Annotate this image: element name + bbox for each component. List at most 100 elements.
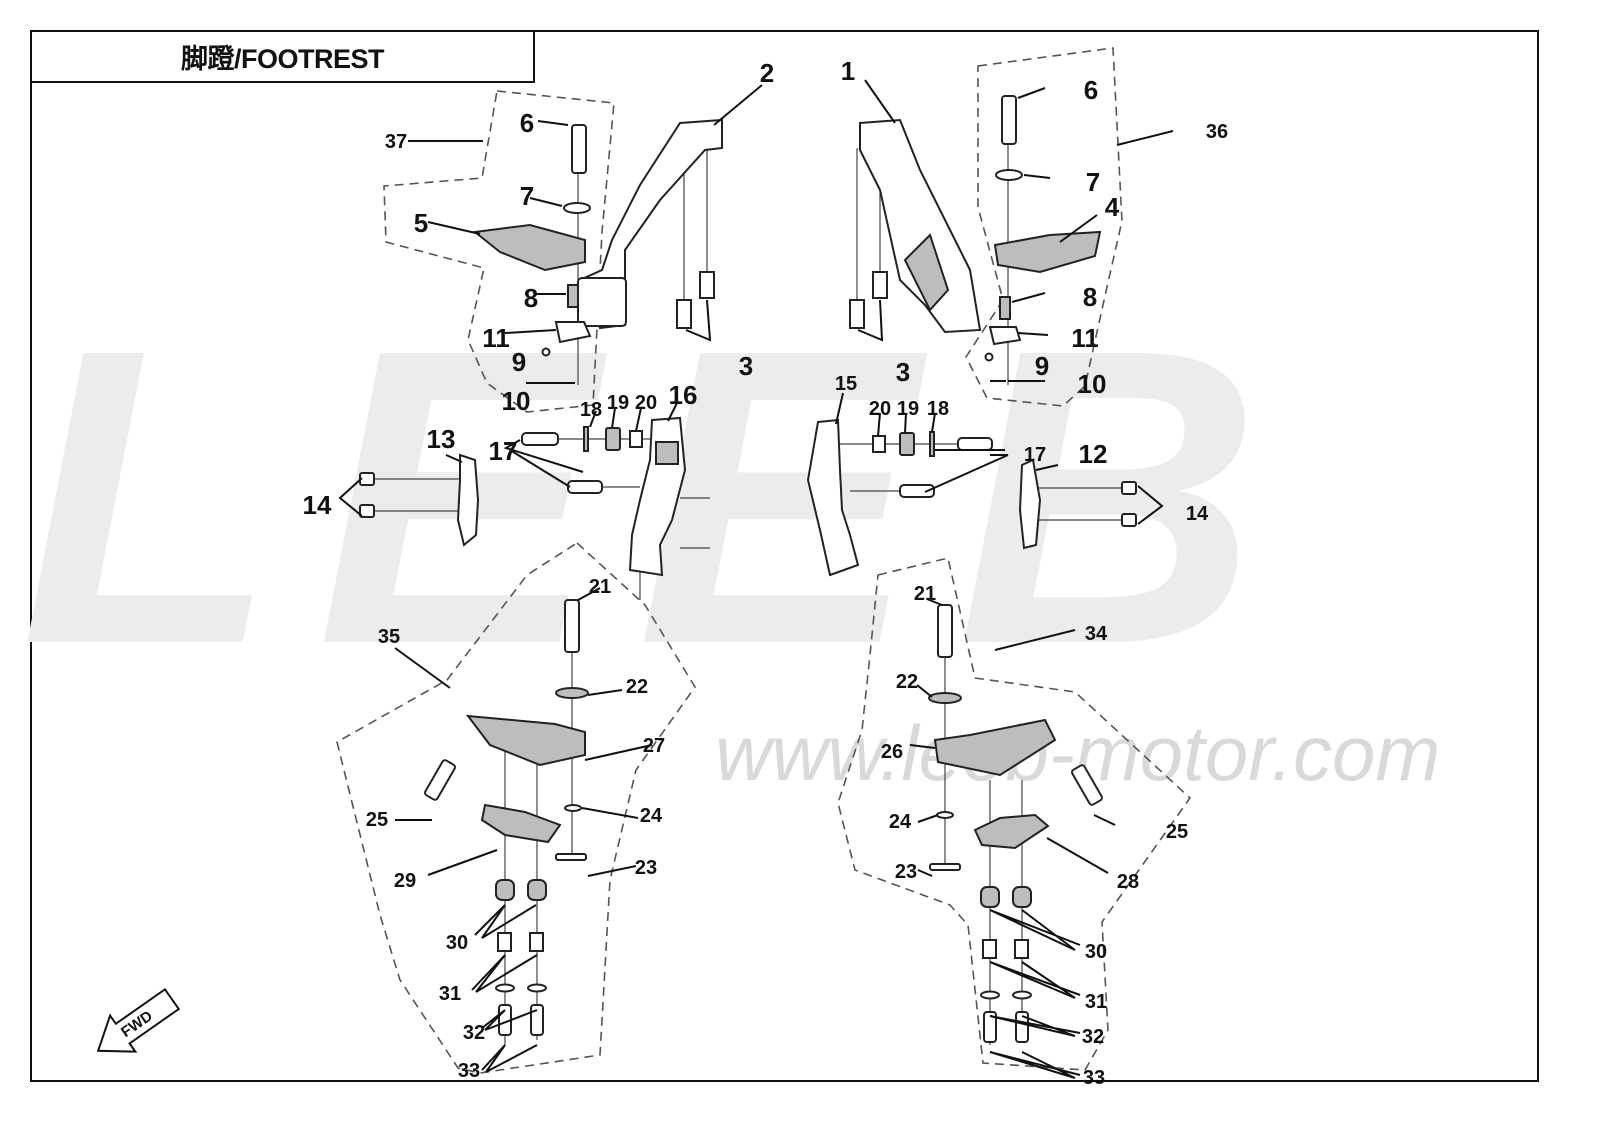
pin-21-left [564,599,580,653]
callout-12: 12 [1079,439,1108,469]
callout-37: 37 [385,131,407,153]
callout-25-right: 25 [1166,821,1188,843]
callout-23-right: 23 [895,861,917,883]
bolt-3-left-b [699,271,715,299]
callout-6-right: 6 [1084,75,1098,105]
callout-10-left: 10 [502,386,531,416]
callout-19-right: 19 [897,398,919,420]
washer-7-right [995,169,1023,181]
screw-14-right-a [1121,481,1137,495]
plate-11-right [988,326,1022,346]
sleeve-31-lb [529,932,544,952]
assembly-outline-34 [837,557,1192,1071]
callout-10-right: 10 [1078,369,1107,399]
screw-33-lb [530,1004,544,1036]
footrest-peg-4 [993,230,1102,274]
callout-29: 29 [394,870,416,892]
sleeve-31-rb [1014,939,1029,959]
rider-peg-26 [933,718,1057,777]
assembly-outline-35 [336,541,696,1074]
bracket-right-part-1 [859,118,982,334]
callout-3-right: 3 [896,357,910,387]
callout-33-left: 33 [458,1060,480,1082]
callout-16: 16 [669,380,698,410]
callout-8-right: 8 [1083,282,1097,312]
callout-14-right: 14 [1186,503,1209,525]
diagram-frame [30,30,1539,1082]
callout-6-left: 6 [520,108,534,138]
bolt-17-left-a [521,432,559,446]
callout-5: 5 [414,208,428,238]
footrest-peg-5 [472,223,586,272]
callout-35: 35 [378,626,400,648]
callout-2: 2 [760,58,774,88]
callout-4: 4 [1105,192,1120,222]
callout-30-right: 30 [1085,941,1107,963]
callout-11-right: 11 [1071,323,1099,353]
bolt-3-right-a [849,299,865,329]
washer-32-ra [980,990,1000,1000]
parts [359,95,1137,1043]
grommet-30-la [495,879,515,901]
bolt-17-right-a [957,437,993,451]
spring-8-right [999,296,1011,320]
fwd-arrow-icon: FWD [96,987,181,1053]
callout-3-left: 3 [739,351,753,381]
washer-32-rb [1012,990,1032,1000]
callout-1: 1 [841,56,855,86]
screw-33-rb [1015,1011,1029,1043]
callout-7-left: 7 [520,181,534,211]
washer-24-right [936,811,954,819]
assembly-outline-37 [383,90,615,413]
grommet-30-ra [980,886,1000,908]
screw-14-left-b [359,504,375,518]
bolt-25-right [1071,764,1103,806]
callout-17-left: 17 [489,436,518,466]
callout-9-left: 9 [512,347,526,377]
callout-20-right: 20 [869,398,891,420]
collar-20-left [629,430,643,448]
rubber-pad-29 [480,803,562,844]
callout-14-left: 14 [303,490,332,520]
mount-right-part-15 [806,418,860,577]
callout-25-left: 25 [366,809,388,831]
callout-26: 26 [881,741,903,763]
plate-11-left [554,321,592,344]
callout-13: 13 [427,424,456,454]
callout-32-left: 32 [463,1022,485,1044]
callout-11-left: 11 [482,323,510,353]
callout-21-left: 21 [589,576,611,598]
ball-9-right [984,352,994,362]
callout-24-left: 24 [640,805,663,827]
callout-36: 36 [1206,121,1228,143]
callout-18-right: 18 [927,398,949,420]
assembly-outlines [336,47,1192,1074]
sleeve-31-la [497,932,512,952]
callout-24-right: 24 [889,811,912,833]
grommet-30-lb [527,879,547,901]
bolt-3-right-b [872,271,888,299]
bolt-17-left-b [567,480,603,494]
leader-lines [338,79,1174,1079]
sleeve-31-ra [982,939,997,959]
callout-23-left: 23 [635,857,657,879]
ball-9-left [541,347,551,357]
bushing-19-left [605,427,621,451]
washer-18-right [929,431,935,457]
callout-19-left: 19 [607,392,629,414]
callout-27: 27 [643,735,665,757]
callout-32-right: 32 [1082,1026,1104,1048]
callout-20-left: 20 [635,392,657,414]
callout-22-left: 22 [626,676,648,698]
screw-33-ra [983,1011,997,1043]
cover-right-part-12 [1018,458,1042,550]
callout-7-right: 7 [1086,167,1100,197]
callout-22-right: 22 [896,671,918,693]
callout-30-left: 30 [446,932,468,954]
spring-22-left [555,687,589,699]
callout-8-left: 8 [524,283,538,313]
pin-21-right [937,604,953,658]
bolt-25-left [424,759,456,801]
rubber-pad-28 [973,813,1050,850]
callout-31-left: 31 [439,983,461,1005]
